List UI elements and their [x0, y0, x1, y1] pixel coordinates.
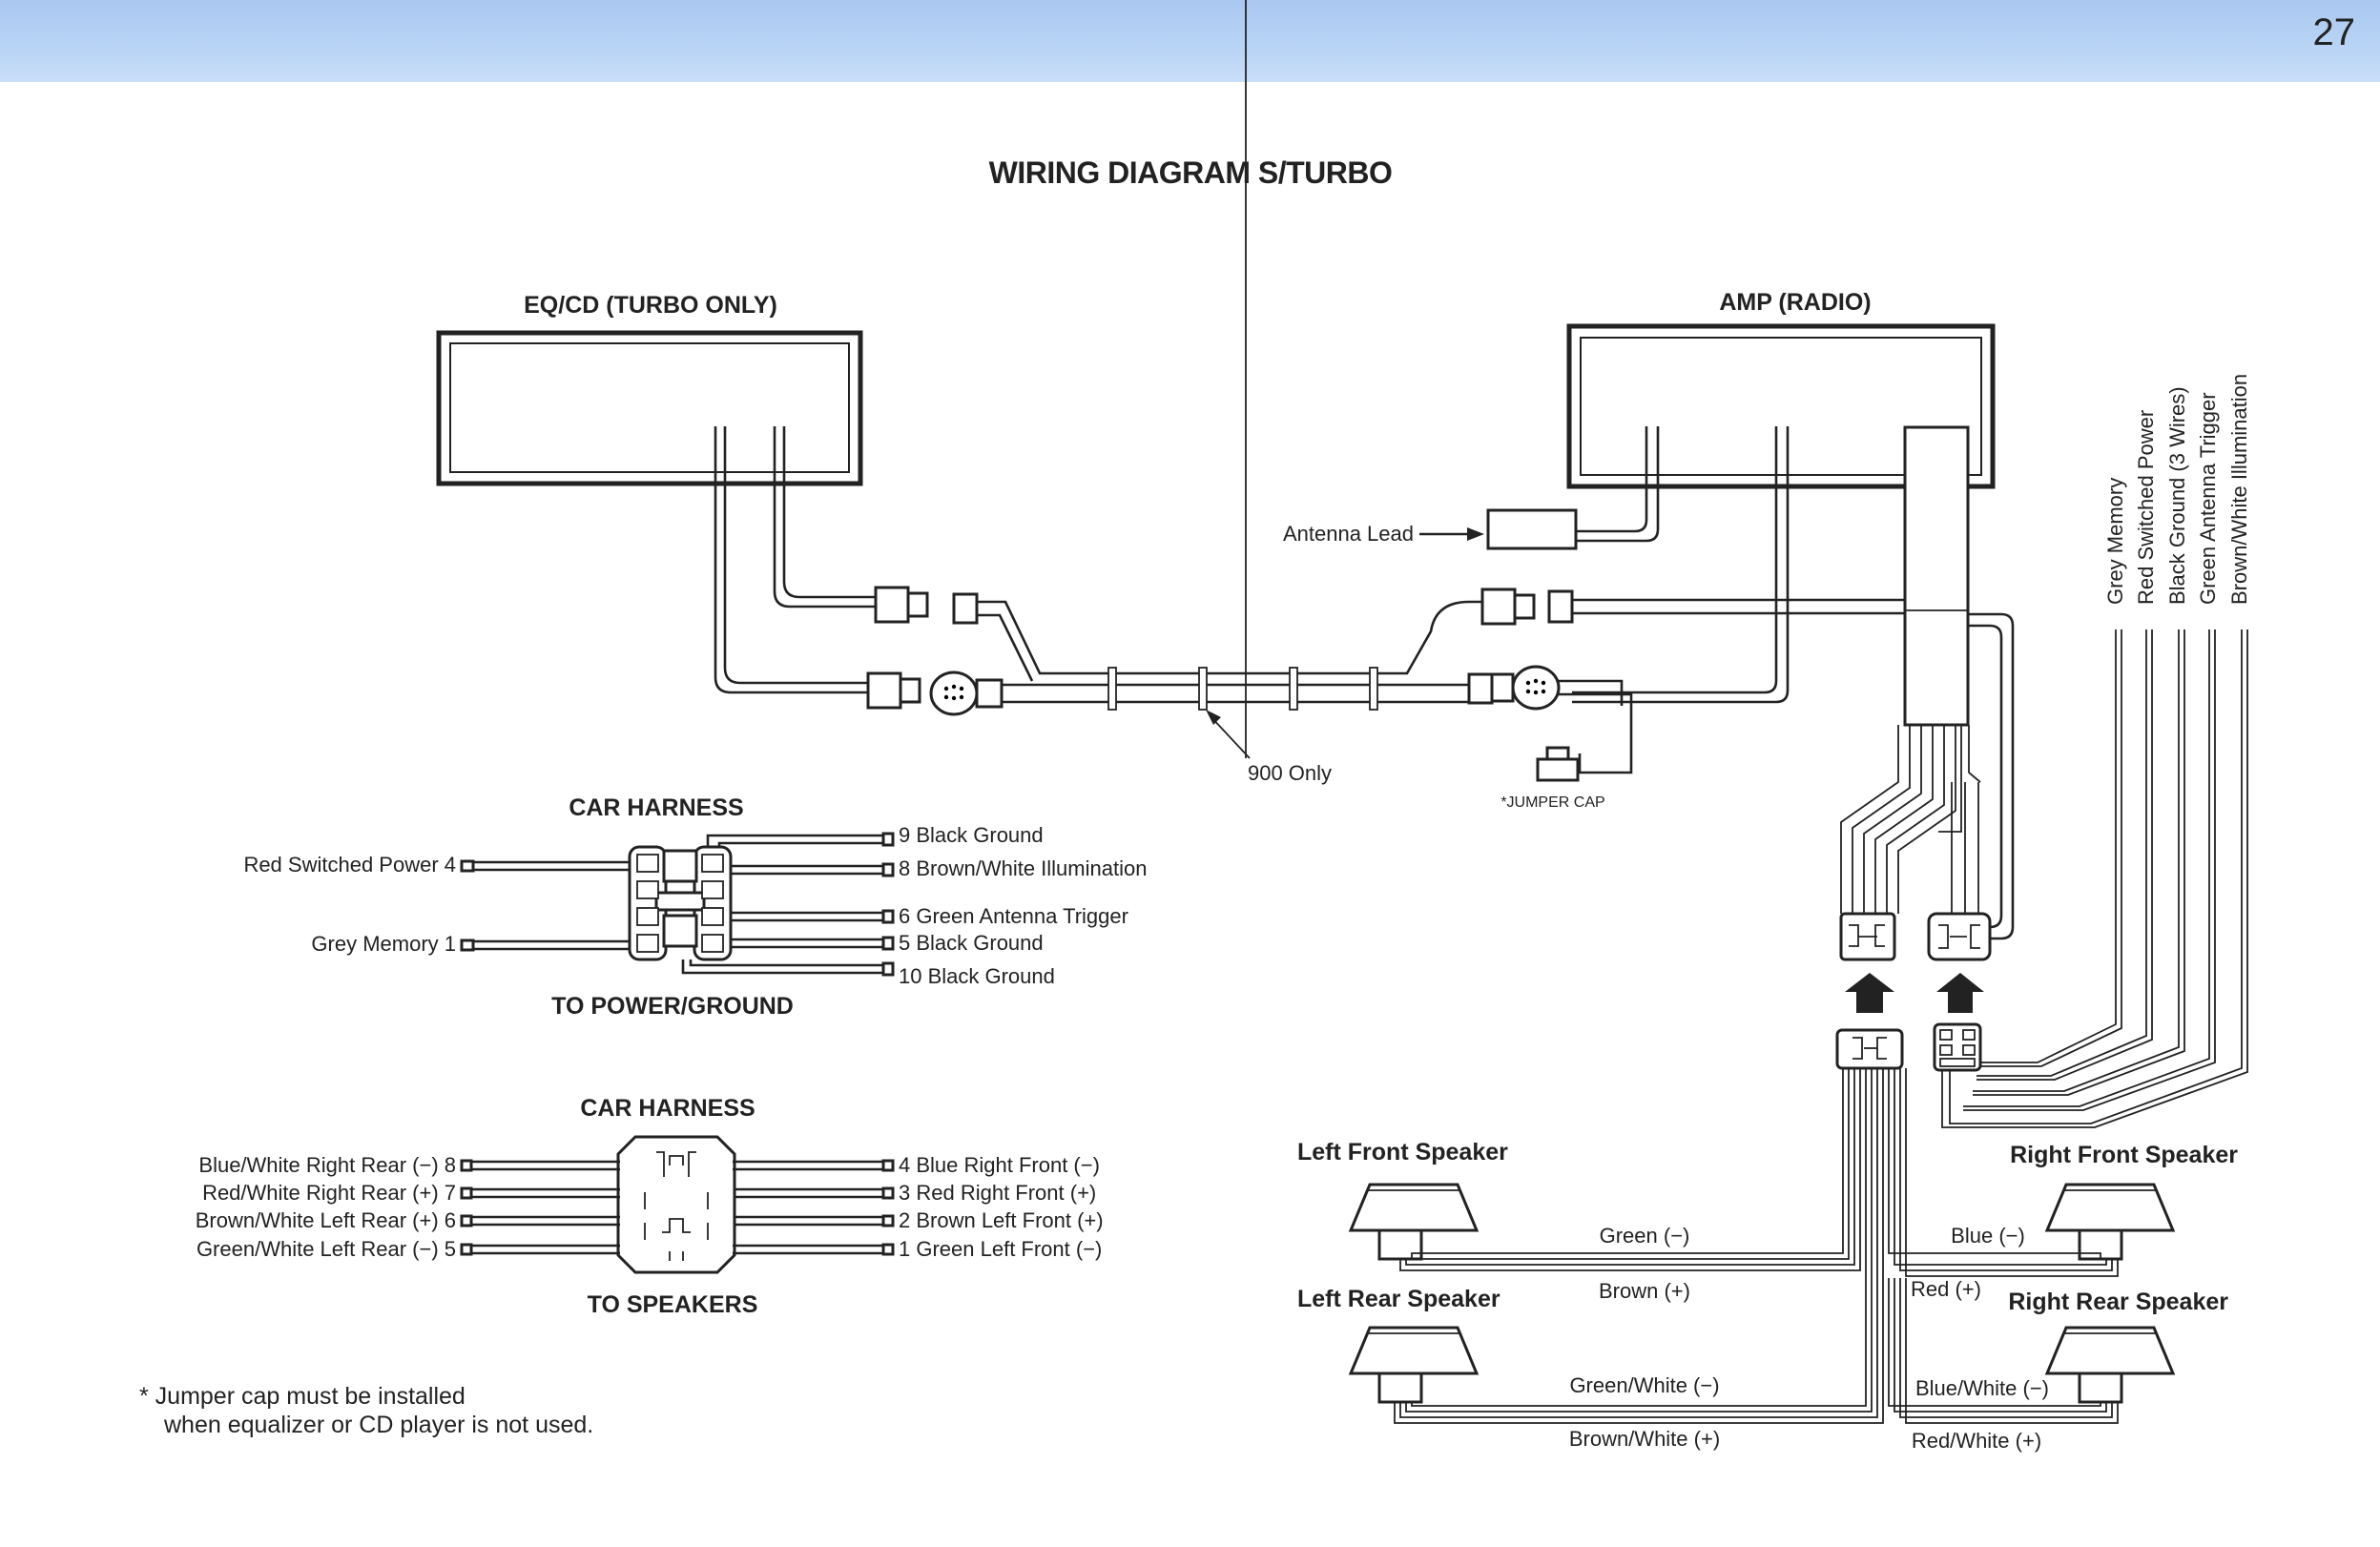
- amp-wire-brown-white-illumination: Brown/White Illumination: [2227, 374, 2251, 605]
- wire-brown-label: Brown (+): [1599, 1279, 1690, 1303]
- power-pin-5-black-ground: 5 Black Ground: [899, 931, 1044, 955]
- amp-power-connector: [1927, 912, 1992, 961]
- antenna-lead-label: Antenna Lead: [1283, 522, 1414, 546]
- speaker-pin-3: 3 Red Right Front (+): [899, 1181, 1096, 1205]
- 900-only-label: 900 Only: [1248, 761, 1332, 785]
- wire-red-label: Red (+): [1911, 1277, 1981, 1301]
- diagram-title: WIRING DIAGRAM S/TURBO: [989, 155, 1393, 190]
- amp-wire-leads: [1941, 629, 2248, 1128]
- right-front-speaker-label: Right Front Speaker: [2010, 1142, 2238, 1168]
- left-rear-speaker-label: Left Rear Speaker: [1297, 1286, 1500, 1312]
- power-harness-subtitle: TO POWER/GROUND: [551, 993, 794, 1020]
- speaker-harness-subtitle: TO SPEAKERS: [588, 1291, 758, 1318]
- wire-green-label: Green (−): [1600, 1224, 1690, 1248]
- car-power-plug: [1933, 1022, 1982, 1072]
- page-number: 27: [2312, 11, 2356, 53]
- right-front-speaker: [2044, 1183, 2176, 1261]
- left-rear-speaker: [1348, 1326, 1480, 1404]
- amp-speaker-connector: [1839, 912, 1896, 961]
- power-pin-grey-memory-1: Grey Memory 1: [311, 932, 456, 956]
- amp-bottom-harness: [1840, 725, 1981, 914]
- jumper-cap-label: *JUMPER CAP: [1500, 794, 1604, 811]
- amp-wire-red-switched-power: Red Switched Power: [2134, 410, 2158, 605]
- speaker-pin-6: Brown/White Left Rear (+) 6: [196, 1208, 456, 1232]
- trunk-cable: [977, 0, 1484, 759]
- wire-brown-white-label: Brown/White (+): [1569, 1427, 1720, 1451]
- eq-cd-unit: [436, 330, 863, 486]
- car-speaker-plug: [1835, 1028, 1904, 1070]
- speaker-pin-7: Red/White Right Rear (+) 7: [202, 1181, 456, 1205]
- power-pin-10-black-ground: 10 Black Ground: [899, 964, 1055, 988]
- amp-pigtails: [1486, 426, 2015, 940]
- amp-label: AMP (RADIO): [1719, 289, 1871, 316]
- wire-green-white-label: Green/White (−): [1569, 1373, 1719, 1397]
- speaker-pin-4: 4 Blue Right Front (−): [899, 1153, 1100, 1177]
- power-harness-title: CAR HARNESS: [569, 794, 743, 821]
- eq-cd-label: EQ/CD (TURBO ONLY): [524, 292, 777, 319]
- speaker-wiring: [1394, 1068, 2119, 1424]
- speaker-harness-title: CAR HARNESS: [580, 1095, 755, 1122]
- right-rear-speaker-label: Right Rear Speaker: [2008, 1289, 2228, 1315]
- power-pin-8-brown-white: 8 Brown/White Illumination: [899, 856, 1147, 880]
- power-pin-6-green-antenna: 6 Green Antenna Trigger: [899, 904, 1128, 928]
- amp-side-connectors: [1467, 588, 1633, 782]
- amp-wire-labels: Grey Memory Red Switched Power Black Gro…: [2103, 374, 2251, 605]
- power-harness-connector: [628, 845, 733, 961]
- wire-blue-label: Blue (−): [1951, 1224, 2025, 1248]
- speaker-harness-wires: [460, 1159, 895, 1256]
- speaker-harness-connector: [616, 1135, 736, 1274]
- left-front-speaker-label: Left Front Speaker: [1297, 1139, 1508, 1165]
- speaker-pin-5: Green/White Left Rear (−) 5: [197, 1237, 456, 1261]
- amp-wire-green-antenna-trigger: Green Antenna Trigger: [2196, 392, 2220, 605]
- speaker-pin-2: 2 Brown Left Front (+): [899, 1208, 1104, 1232]
- wire-blue-white-label: Blue/White (−): [1915, 1376, 2049, 1400]
- left-front-speaker: [1348, 1183, 1480, 1261]
- amp-wire-grey-memory: Grey Memory: [2103, 478, 2127, 605]
- wire-red-white-label: Red/White (+): [1912, 1429, 2041, 1453]
- amp-wire-black-ground: Black Ground (3 Wires): [2165, 386, 2189, 605]
- page-header-band: [0, 0, 2380, 82]
- power-harness-wires: [460, 832, 895, 977]
- eq-cd-cables: [714, 426, 1004, 716]
- right-rear-speaker: [2044, 1326, 2176, 1404]
- power-pin-9-black-ground: 9 Black Ground: [899, 823, 1044, 847]
- speaker-pin-1: 1 Green Left Front (−): [899, 1237, 1102, 1261]
- footnote-line-2: when equalizer or CD player is not used.: [163, 1412, 593, 1438]
- footnote-line-1: * Jumper cap must be installed: [139, 1383, 466, 1410]
- amp-output-block: [1903, 425, 1970, 727]
- speaker-pin-8: Blue/White Right Rear (−) 8: [198, 1153, 456, 1177]
- power-pin-red-switched-4: Red Switched Power 4: [243, 853, 456, 877]
- insert-arrows: [1845, 973, 1984, 1013]
- amp-unit: [1566, 323, 1996, 727]
